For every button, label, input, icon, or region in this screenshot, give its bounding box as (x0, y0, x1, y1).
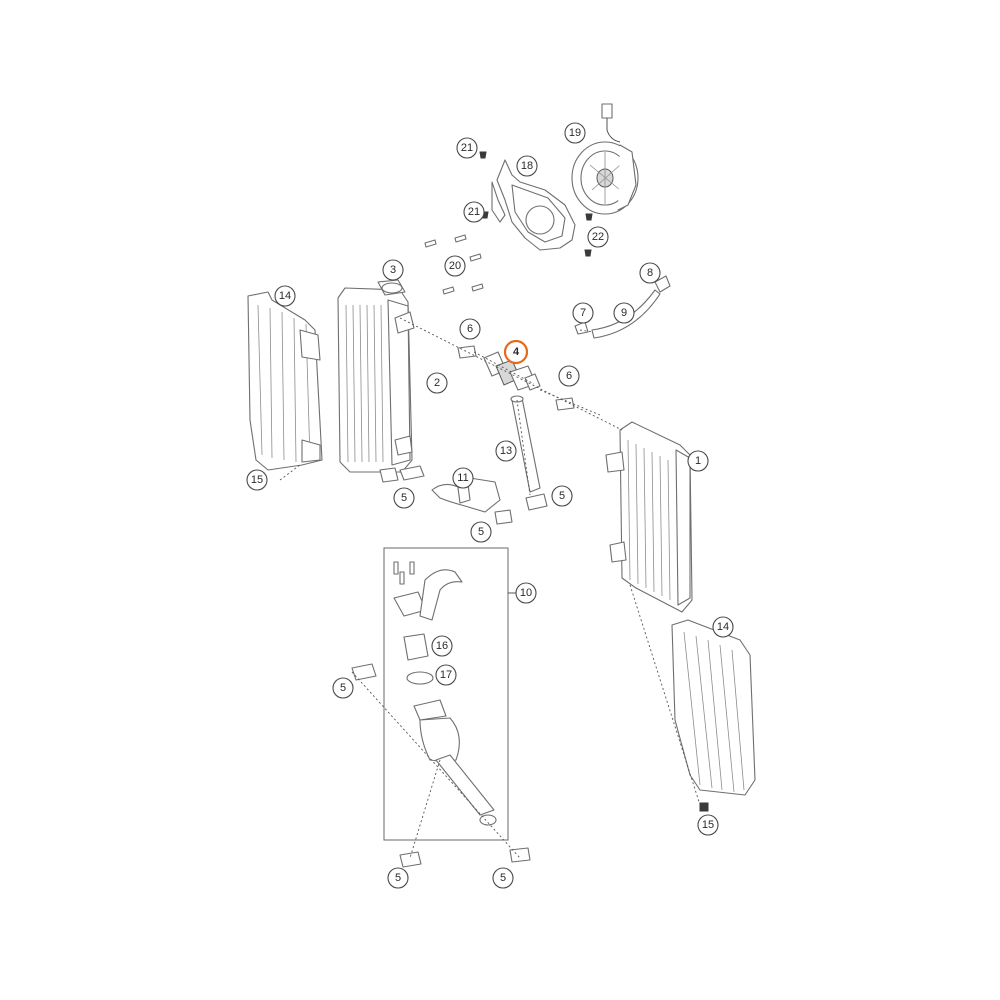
svg-text:10: 10 (520, 587, 532, 599)
right-radiator-guard-part (671, 619, 756, 812)
svg-text:5: 5 (478, 526, 484, 538)
svg-text:18: 18 (521, 160, 533, 172)
callout-22: 22 (587, 226, 609, 248)
svg-text:17: 17 (440, 669, 452, 681)
svg-text:8: 8 (647, 267, 653, 279)
svg-text:2: 2 (434, 377, 440, 389)
callout-5: 5 (470, 521, 492, 543)
svg-text:19: 19 (569, 127, 581, 139)
callout-11: 11 (452, 467, 474, 489)
svg-text:5: 5 (340, 682, 346, 694)
callout-14: 14 (712, 616, 734, 638)
svg-text:6: 6 (467, 323, 473, 335)
fan-shroud-part (491, 159, 576, 251)
callout-5: 5 (387, 867, 409, 889)
hose-clamp-group (351, 465, 548, 868)
callout-4-highlighted: 4 (503, 339, 529, 365)
svg-text:14: 14 (279, 290, 291, 302)
callout-5: 5 (393, 487, 415, 509)
callout-14: 14 (274, 285, 296, 307)
callout-3: 3 (382, 259, 404, 281)
left-radiator-part (337, 279, 415, 483)
svg-text:6: 6 (566, 370, 572, 382)
svg-text:13: 13 (500, 445, 512, 457)
svg-text:4: 4 (513, 346, 520, 358)
svg-text:9: 9 (621, 307, 627, 319)
callout-2: 2 (426, 372, 448, 394)
callout-21: 21 (463, 201, 485, 223)
svg-text:20: 20 (449, 260, 461, 272)
svg-text:14: 14 (717, 621, 729, 633)
svg-text:5: 5 (395, 872, 401, 884)
callout-6: 6 (558, 365, 580, 387)
callout-5: 5 (492, 867, 514, 889)
kit-frame (383, 547, 509, 841)
thermostat-kit-parts (393, 561, 497, 826)
svg-text:15: 15 (251, 474, 263, 486)
callout-7: 7 (572, 302, 594, 324)
callout-10: 10 (515, 582, 537, 604)
callout-18: 18 (516, 155, 538, 177)
connector-part (483, 351, 541, 493)
callout-1: 1 (687, 450, 709, 472)
callout-19: 19 (564, 122, 586, 144)
hose-part (431, 477, 501, 513)
svg-text:1: 1 (695, 455, 701, 467)
callout-16: 16 (431, 635, 453, 657)
right-radiator-part (605, 421, 693, 613)
callout-15: 15 (246, 469, 268, 491)
svg-text:16: 16 (436, 640, 448, 652)
svg-text:11: 11 (457, 472, 468, 484)
svg-text:5: 5 (401, 492, 407, 504)
svg-text:7: 7 (580, 307, 586, 319)
callout-9: 9 (613, 302, 635, 324)
svg-text:21: 21 (461, 142, 473, 154)
callout-8: 8 (639, 262, 661, 284)
callout-6: 6 (459, 318, 481, 340)
fan-part (571, 103, 639, 215)
svg-text:3: 3 (390, 264, 396, 276)
svg-text:5: 5 (500, 872, 506, 884)
callout-20: 20 (444, 255, 466, 277)
callout-5: 5 (332, 677, 354, 699)
left-radiator-guard-part (247, 291, 323, 471)
callout-21: 21 (456, 137, 478, 159)
svg-text:21: 21 (468, 206, 480, 218)
svg-text:5: 5 (559, 490, 565, 502)
callout-13: 13 (495, 440, 517, 462)
callout-15: 15 (697, 814, 719, 836)
svg-text:22: 22 (592, 231, 604, 243)
breather-hose-part (591, 275, 671, 339)
callout-17: 17 (435, 664, 457, 686)
callout-5: 5 (551, 485, 573, 507)
svg-text:15: 15 (702, 819, 714, 831)
